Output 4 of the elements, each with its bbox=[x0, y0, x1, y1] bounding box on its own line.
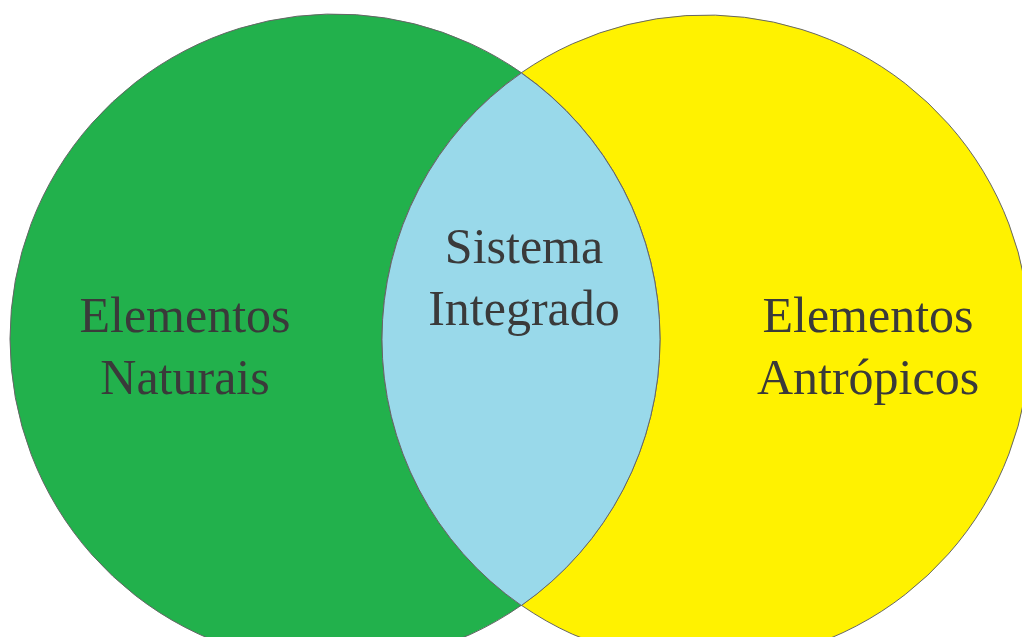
set-label: Elementos Antrópicos bbox=[755, 286, 981, 407]
set-label: Sistema Integrado bbox=[427, 217, 621, 338]
venn-intersection bbox=[382, 72, 660, 606]
set-label: Elementos Naturais bbox=[78, 286, 292, 407]
